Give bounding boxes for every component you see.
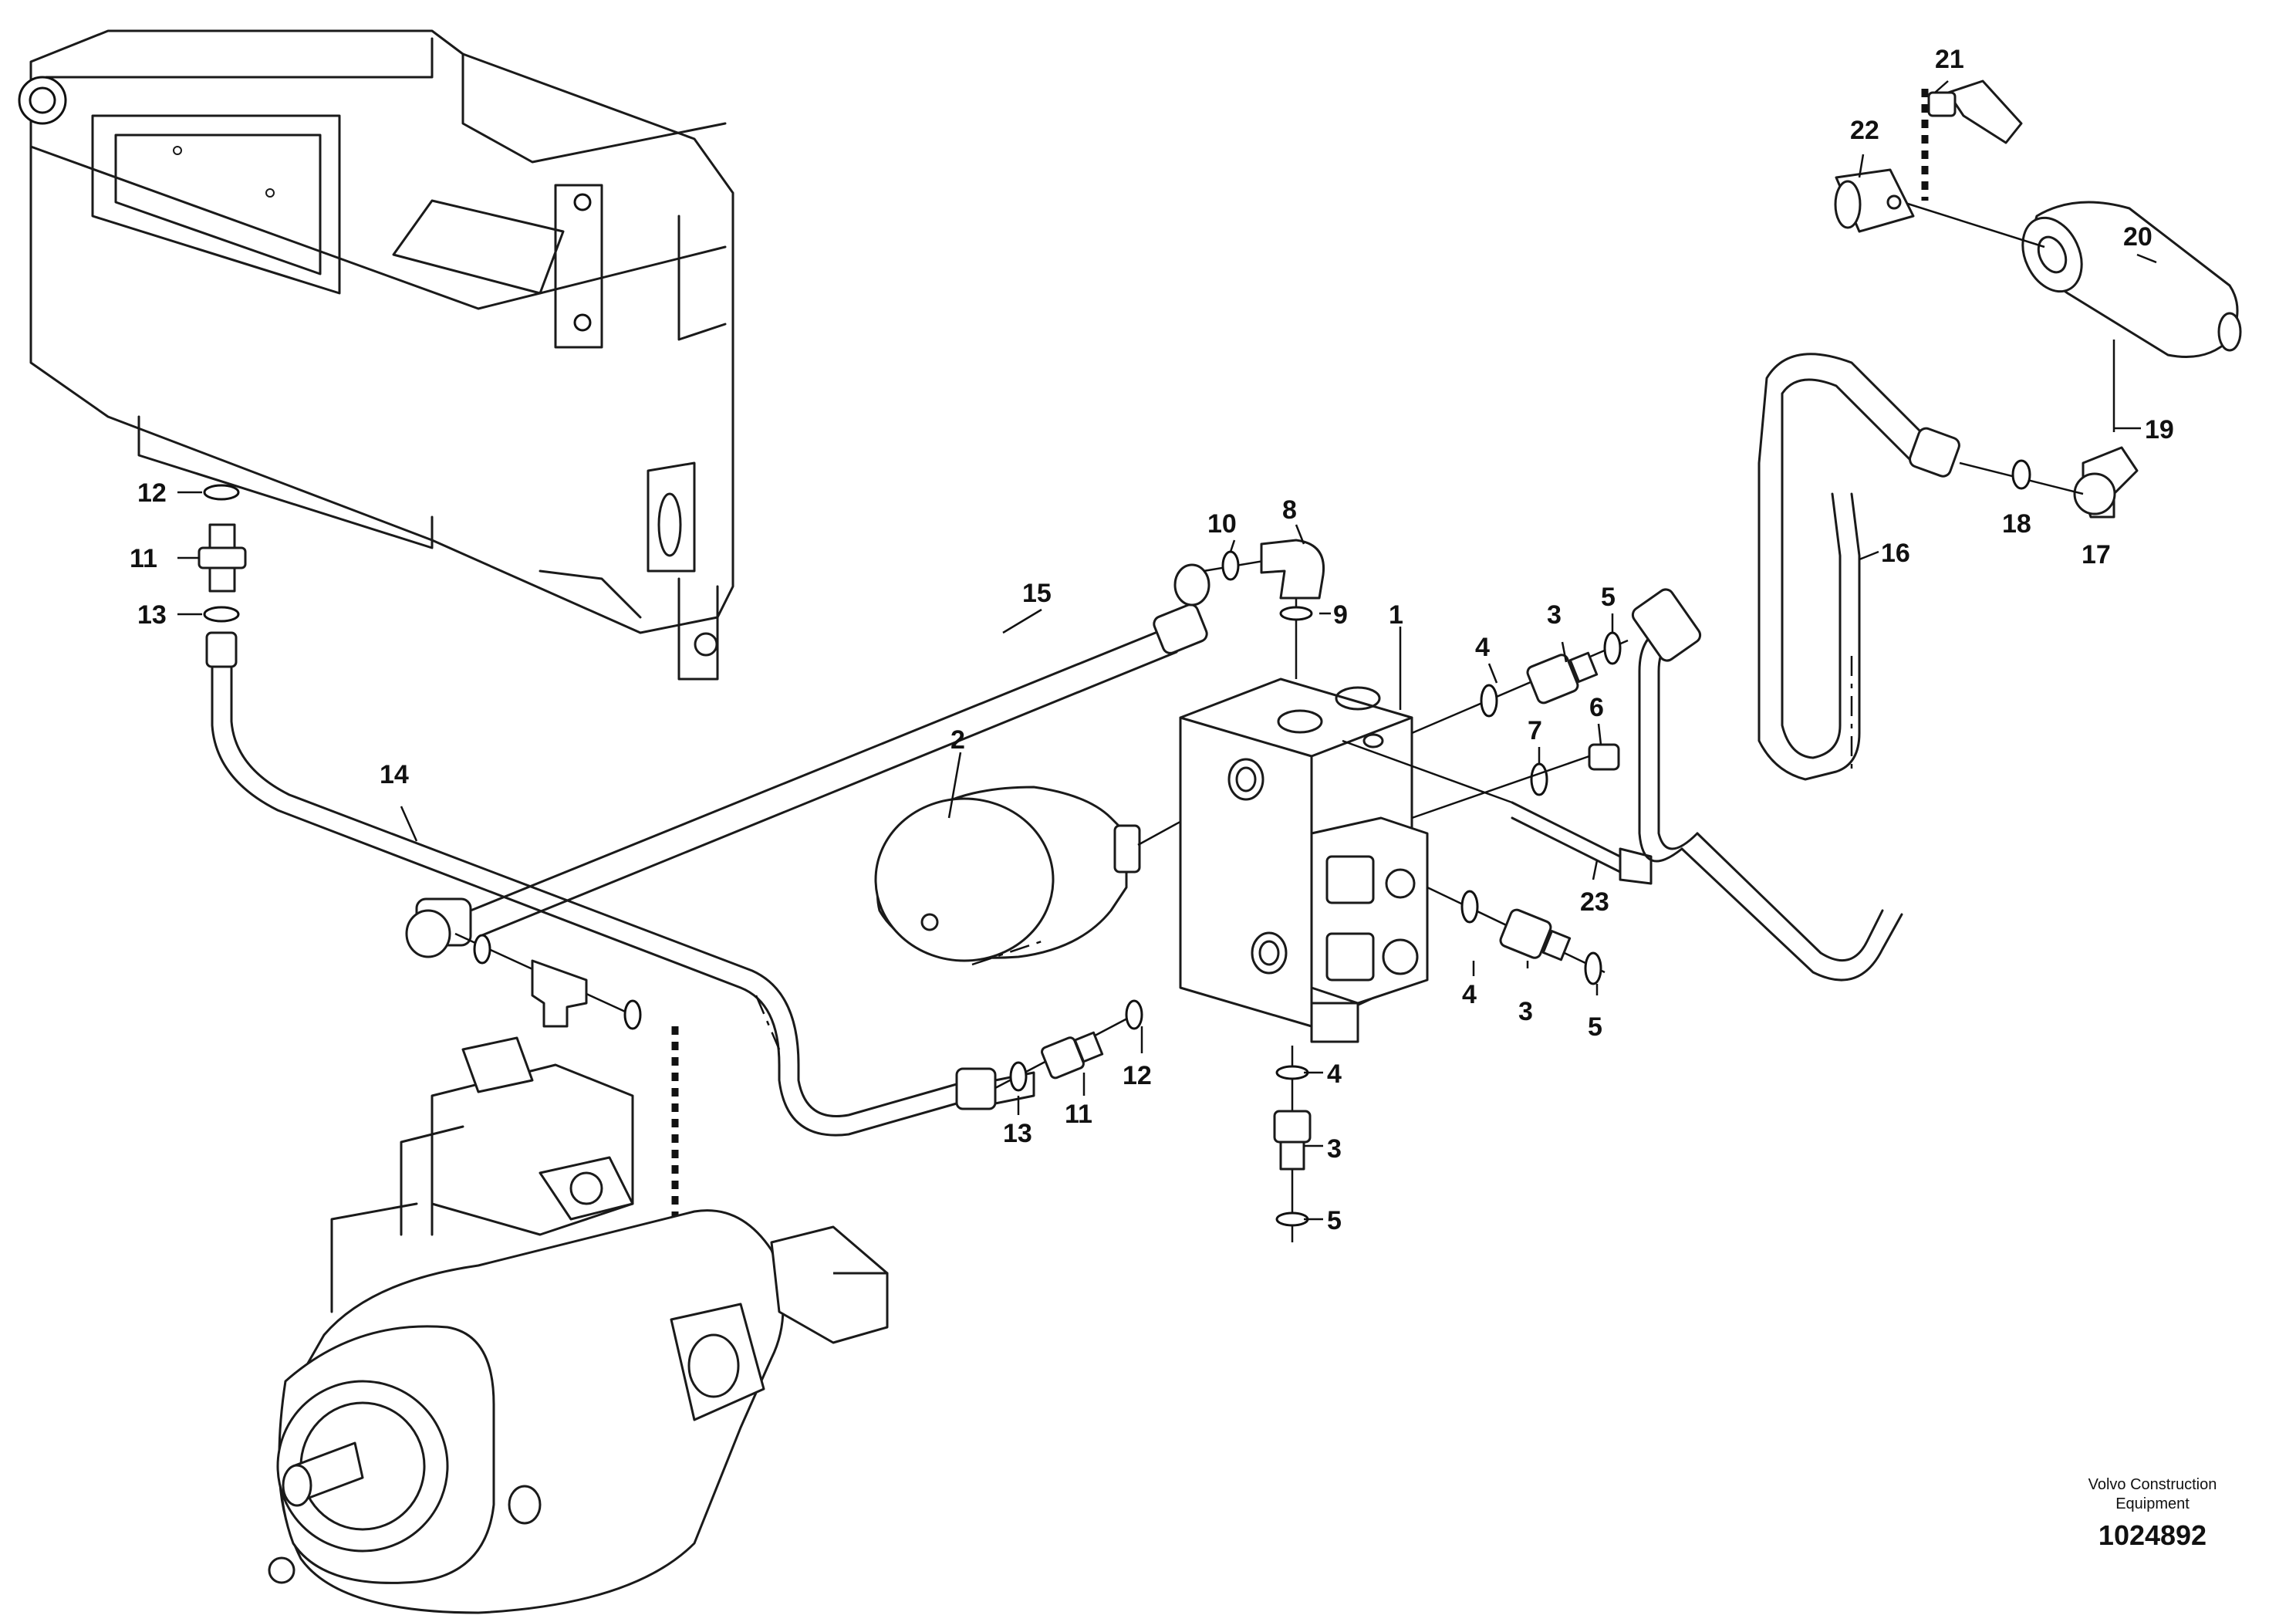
elbow-fitting-8 (1203, 539, 1325, 600)
accumulator-2 (874, 778, 1258, 962)
tee-fitting (454, 932, 642, 1030)
callout-3-mid: 3 (1518, 997, 1533, 1026)
callout-5-mid: 5 (1588, 1012, 1602, 1042)
pipe-15 (405, 563, 1210, 958)
callout-4-mid: 4 (1462, 980, 1477, 1009)
callout-16: 16 (1881, 539, 1910, 568)
callout-8: 8 (1282, 495, 1297, 525)
callout-7: 7 (1528, 716, 1542, 745)
callout-12-left: 12 (137, 478, 167, 508)
callout-21: 21 (1935, 45, 1964, 74)
callout-5-top: 5 (1601, 583, 1616, 612)
dash-connector-2 (755, 995, 781, 1050)
callout-3-top: 3 (1547, 600, 1562, 630)
callout-17: 17 (2082, 540, 2111, 569)
callout-4-top: 4 (1475, 633, 1490, 662)
callout-10: 10 (1207, 509, 1237, 539)
connector-22 (1834, 168, 1915, 233)
callout-2: 2 (950, 725, 965, 755)
hydraulic-tank (18, 29, 734, 681)
footer: Volvo Construction Equipment 1024892 (2088, 1476, 2217, 1551)
brand-line-1: Volvo Construction (2088, 1476, 2217, 1493)
callout-12-lower: 12 (1123, 1061, 1152, 1090)
callout-22: 22 (1850, 116, 1879, 145)
callout-13-lower: 13 (1003, 1119, 1032, 1148)
fitting-3-mid (1427, 886, 1606, 985)
callout-9: 9 (1333, 600, 1348, 630)
callout-18: 18 (2002, 509, 2031, 539)
elbow-fitting-17 (2073, 446, 2139, 519)
callout-13-left: 13 (137, 600, 167, 630)
callout-numbers: 1 2 3 3 3 4 4 4 5 5 5 6 7 8 9 10 11 11 1… (130, 45, 2174, 1235)
brand-line-2: Equipment (2115, 1495, 2190, 1512)
sensor-21 (1927, 79, 2023, 144)
callout-leaders (177, 80, 2157, 1221)
callout-23: 23 (1580, 887, 1609, 917)
hydraulic-pump (268, 1036, 889, 1614)
fitting-11-left (198, 484, 247, 623)
dash-connector-1 (971, 940, 1042, 966)
fitting-9-top (1279, 594, 1313, 679)
callout-3-bottom: 3 (1327, 1134, 1342, 1164)
pipe-16 (1631, 353, 1960, 982)
pipe-14 (205, 631, 1035, 1137)
document-number: 1024892 (2098, 1519, 2207, 1551)
callout-19: 19 (2145, 415, 2174, 444)
valve-block-1 (1179, 678, 1429, 1043)
plug-6 (1411, 743, 1620, 819)
oring-18 (1959, 459, 2084, 495)
callout-1: 1 (1389, 600, 1403, 630)
callout-11-lower: 11 (1065, 1100, 1092, 1129)
callout-15: 15 (1022, 579, 1052, 608)
callout-20: 20 (2123, 222, 2152, 252)
fitting-3-top (1411, 631, 1629, 735)
pressure-switch-20 (1897, 199, 2242, 432)
callout-5-bottom: 5 (1327, 1206, 1342, 1235)
callout-11-left: 11 (130, 544, 157, 573)
fitting-3-bottom (1273, 1046, 1312, 1242)
fitting-11-lower (994, 999, 1143, 1092)
callout-4-bottom: 4 (1327, 1059, 1342, 1089)
callout-14: 14 (380, 760, 409, 789)
callout-6: 6 (1589, 693, 1604, 722)
